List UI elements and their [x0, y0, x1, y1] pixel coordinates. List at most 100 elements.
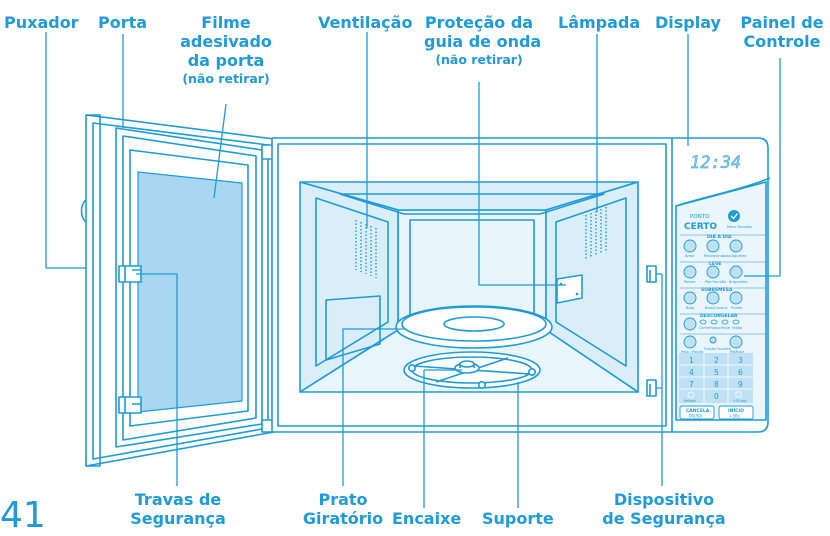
key-5[interactable]: 5 — [714, 368, 719, 377]
key-legumes[interactable] — [729, 239, 743, 253]
safety-latch-top — [118, 265, 142, 283]
label-ventilacao: Ventilação — [318, 13, 413, 32]
key-bolo[interactable] — [683, 291, 697, 305]
clock-key-icon[interactable] — [687, 391, 695, 399]
start-label-2: +30s — [729, 414, 740, 419]
ponto-certo-key[interactable] — [728, 210, 740, 222]
label-travas: Travas de Segurança — [130, 490, 226, 528]
control-panel-swoosh — [675, 177, 771, 207]
section-sobremesa: SOBREMESA — [701, 287, 733, 293]
key-2[interactable]: 2 — [714, 356, 719, 365]
check-icon — [730, 213, 739, 220]
key-funcao-favorita[interactable] — [709, 336, 717, 344]
label-dispositivo: Dispositivo de Segurança — [602, 490, 726, 528]
door-handle-strip — [86, 114, 101, 467]
ventilation-grill — [355, 220, 377, 278]
key-label-arroz: Arroz — [685, 254, 694, 258]
key-label-bolo-caneca: Bolo/Caneca — [705, 306, 727, 310]
key-8[interactable]: 8 — [714, 380, 719, 389]
leader-travas — [136, 273, 178, 486]
start-label-1: INÍCIO — [728, 406, 744, 414]
lamp-grill — [585, 207, 607, 260]
key-0[interactable]: 0 — [714, 392, 719, 401]
label-encaixe: Encaixe — [392, 509, 462, 528]
key-pao-frances[interactable] — [706, 265, 720, 279]
label-puxador: Puxador — [4, 13, 79, 32]
cancel-label-2: PAUSA — [689, 414, 702, 419]
key-label-frango: Frango — [709, 326, 721, 330]
key-label-pudim: Pudim — [731, 306, 743, 310]
keys-row-2 — [683, 265, 743, 279]
key-label-peixes: Peixes — [684, 280, 695, 284]
cavity-left-panel — [315, 197, 389, 367]
key-bolo-caneca[interactable] — [706, 291, 720, 305]
leader-protecao — [478, 82, 566, 286]
key-label-potencia: Potência — [730, 350, 744, 354]
key-label-peixe: Peixe — [721, 326, 730, 330]
door-window-frame — [129, 149, 249, 427]
cancel-label-1: CANCELA — [686, 408, 710, 414]
label-prato: Prato Giratório — [302, 490, 384, 528]
safety-interlock-bottom — [646, 379, 657, 397]
leader-painel — [744, 58, 781, 277]
key-6[interactable]: 6 — [738, 368, 743, 377]
key-brigadeiro[interactable] — [729, 265, 743, 279]
brand-top: PONTO — [690, 214, 710, 220]
label-filme: Filme adesivado da porta (não retirar) — [180, 13, 272, 86]
label-painel: Painel de Controle — [740, 13, 824, 51]
label-porta: Porta — [98, 13, 148, 32]
cancel-pause-button[interactable] — [679, 405, 715, 420]
keys-row-4 — [683, 317, 697, 331]
key-pudim[interactable] — [729, 291, 743, 305]
key-7[interactable]: 7 — [689, 380, 694, 389]
cavity-ceiling-panel — [339, 193, 605, 215]
label-suporte: Suporte — [482, 509, 554, 528]
key-label-adicionar: +30 seg — [733, 399, 746, 403]
label-display: Display — [655, 13, 721, 32]
cavity-right-panel — [555, 197, 627, 367]
key-arroz[interactable] — [683, 239, 697, 253]
control-panel: 12:34 PONTO CERTO Menu Receitas DIA A DI… — [679, 153, 766, 420]
start-button[interactable] — [718, 405, 754, 420]
leader-lines — [45, 32, 781, 508]
keys-row-3 — [683, 291, 743, 305]
add-time-key-icon[interactable] — [735, 391, 742, 398]
key-label-bolo: Bolo — [686, 306, 694, 310]
key-descongelar[interactable] — [683, 317, 697, 331]
key-label-peso: Peso / Porção — [681, 350, 703, 354]
waveguide-cover — [556, 274, 583, 304]
section-leve: LEVE — [709, 261, 722, 267]
key-potencia[interactable] — [729, 335, 743, 349]
door-inner-frame — [122, 135, 257, 441]
key-3[interactable]: 3 — [738, 356, 743, 365]
turntable-coupler — [454, 360, 480, 374]
key-1[interactable]: 1 — [689, 356, 694, 365]
oven-body — [271, 137, 771, 433]
key-label-legumes: Legumes — [730, 254, 746, 258]
key-recomendado[interactable] — [706, 239, 720, 253]
key-label-favorita: Função Favorita — [704, 347, 731, 351]
ponto-certo-key-label: Menu Receitas — [727, 225, 752, 229]
key-4[interactable]: 4 — [689, 368, 694, 377]
key-9[interactable]: 9 — [738, 380, 743, 389]
door — [80, 114, 275, 467]
defrost-icons — [699, 319, 740, 325]
door-handle-notch — [80, 199, 87, 223]
key-peixes[interactable] — [683, 265, 697, 279]
safety-interlock-top — [646, 265, 657, 283]
key-label-carne: Carne — [699, 326, 709, 330]
leader-filme — [213, 103, 227, 199]
safety-latch-bottom — [118, 396, 142, 414]
numeric-keypad: 1 2 3 4 5 6 7 8 9 0 Relógio +30 seg — [679, 353, 753, 403]
label-lampada: Lâmpada — [558, 13, 641, 32]
keys-row-1 — [683, 239, 743, 253]
key-peso-porcao[interactable] — [683, 335, 697, 349]
key-label-pao-frances: Pão francês — [705, 280, 726, 284]
left-wall-recess — [325, 295, 381, 361]
label-protecao: Proteção da guia de onda (não retirar) — [424, 13, 542, 67]
key-label-feijao: Feijão — [732, 326, 742, 330]
door-film — [137, 171, 243, 413]
brand-main: CERTO — [684, 222, 717, 232]
cancel-start-row: CANCELA PAUSA INÍCIO +30s — [679, 405, 754, 420]
